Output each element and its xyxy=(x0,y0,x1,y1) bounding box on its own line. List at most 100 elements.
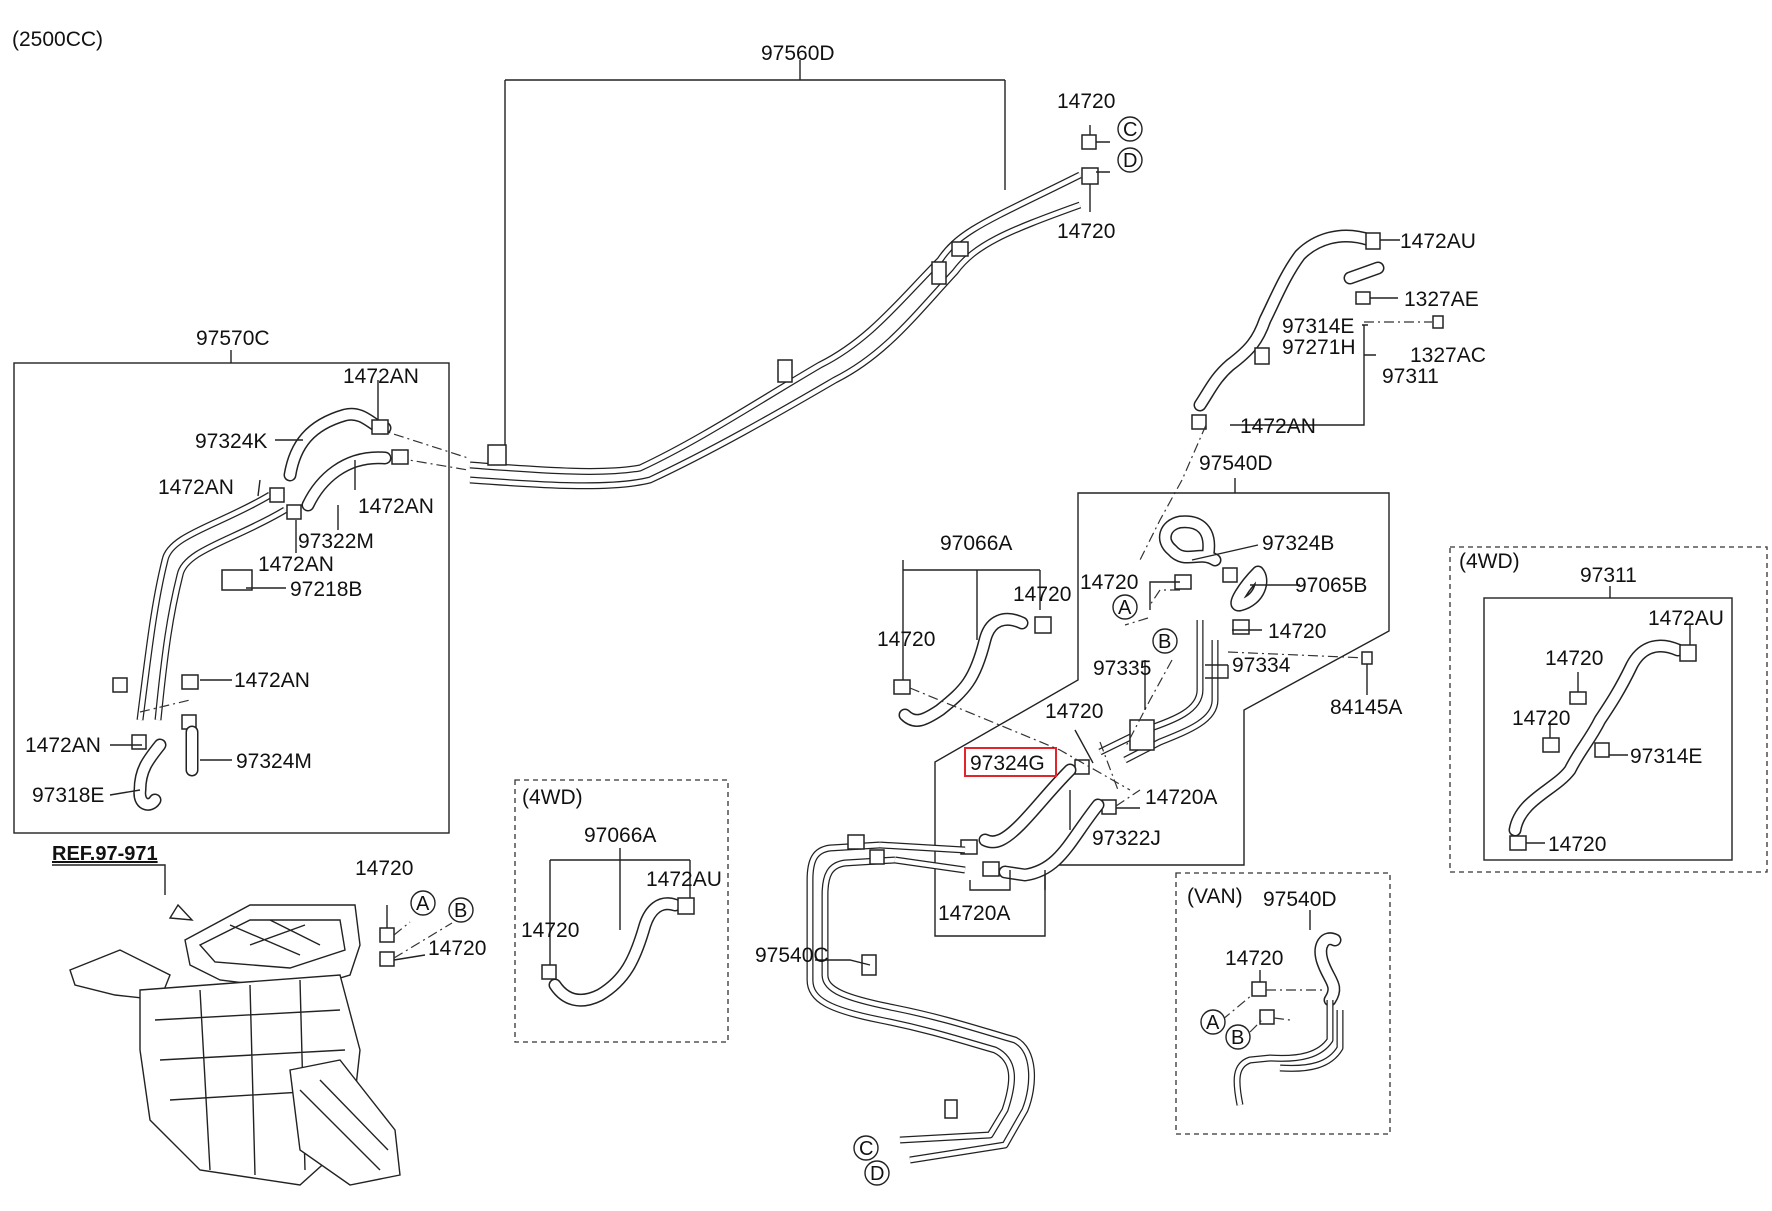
hose-clamp xyxy=(379,951,395,967)
hose-clamp xyxy=(181,674,199,690)
hose-clamp xyxy=(1509,835,1527,851)
hose-clamp xyxy=(1542,737,1560,753)
label-97540d: 97540D xyxy=(1199,452,1273,475)
label-1472au: 1472AU xyxy=(1400,230,1476,253)
label-1472an: 1472AN xyxy=(234,669,310,692)
4wd-label: (4WD) xyxy=(1459,550,1520,573)
pipe-bracket xyxy=(931,261,947,285)
pipe-bracket xyxy=(112,677,128,693)
hose-clamp xyxy=(269,487,285,503)
label-14720: 14720 xyxy=(428,937,486,960)
hose-clamp xyxy=(893,679,911,695)
label-97314e: 97314E xyxy=(1630,745,1702,768)
label-97540c: 97540C xyxy=(755,944,829,967)
label-84145a: 84145A xyxy=(1330,696,1402,719)
pipe-bracket xyxy=(487,444,507,466)
connector-d-icon xyxy=(864,1160,890,1186)
group-box xyxy=(1483,597,1733,861)
pipe-bracket xyxy=(944,1099,958,1119)
label-97560d: 97560D xyxy=(761,42,835,65)
connector-b-icon xyxy=(448,897,474,923)
hose-clamp xyxy=(982,861,1000,877)
highlight-box[interactable] xyxy=(964,747,1057,777)
connector-d-icon xyxy=(1117,147,1143,173)
label-1472an: 1472AN xyxy=(258,553,334,576)
group-box xyxy=(1449,546,1768,873)
group-box xyxy=(514,779,729,1043)
label-97570c: 97570C xyxy=(196,327,270,350)
hose-clamp xyxy=(1081,167,1099,185)
connector-b-icon xyxy=(1225,1024,1251,1050)
label-97318e: 97318E xyxy=(32,784,104,807)
label-14720: 14720 xyxy=(1057,90,1115,113)
label-14720: 14720 xyxy=(1512,707,1570,730)
label-14720a: 14720A xyxy=(1145,786,1217,809)
label-97322m: 97322M xyxy=(298,530,374,553)
hose-clamp xyxy=(371,419,389,435)
label-1472au: 1472AU xyxy=(646,868,722,891)
label-97324b: 97324B xyxy=(1262,532,1334,555)
hose-clamp xyxy=(1254,347,1270,365)
upper-right-hose-97311 xyxy=(1139,229,1444,561)
pipe-bracket xyxy=(777,359,793,383)
label-97324k: 97324K xyxy=(195,430,267,453)
pipe-bracket xyxy=(951,241,969,257)
rear-hose-assembly-97560d xyxy=(469,60,1110,490)
hose-clamp xyxy=(1365,232,1381,250)
label-1472an: 1472AN xyxy=(358,495,434,518)
hose-clamp xyxy=(1569,691,1587,705)
connector-b-letter: B xyxy=(1158,631,1171,653)
hose-clamp xyxy=(391,449,409,465)
label-1327ac: 1327AC xyxy=(1410,344,1486,367)
bracket-97218b xyxy=(221,569,253,591)
label-1327ae: 1327AE xyxy=(1404,288,1479,311)
label-97324g[interactable]: 97324G xyxy=(970,752,1045,775)
hose-clamp xyxy=(1251,981,1267,997)
4wd-box-right xyxy=(1449,546,1768,873)
hose-clamp xyxy=(379,927,395,943)
label-1472au: 1472AU xyxy=(1648,607,1724,630)
hose-97066a xyxy=(893,560,1131,791)
connector-b-letter: B xyxy=(454,900,467,922)
label-14720: 14720 xyxy=(1080,571,1138,594)
4wd-box-left xyxy=(514,779,729,1043)
label-97311: 97311 xyxy=(1382,365,1439,388)
label-14720: 14720 xyxy=(1057,220,1115,243)
connector-c-icon xyxy=(1117,116,1143,142)
lower-pipes-97540c xyxy=(806,834,1036,1164)
pipe-bracket xyxy=(869,849,885,865)
hose-clamp xyxy=(1232,619,1250,635)
label-97066a: 97066A xyxy=(584,824,656,847)
label-14720a: 14720A xyxy=(938,902,1010,925)
hose-clamp xyxy=(1081,134,1097,150)
bolt xyxy=(1361,651,1373,665)
hose-clamp xyxy=(286,504,302,520)
van-label: (VAN) xyxy=(1187,885,1243,908)
connector-a-letter: A xyxy=(416,893,430,915)
hose-clamp xyxy=(1259,1009,1275,1025)
label-14720: 14720 xyxy=(1225,947,1283,970)
label-1472an: 1472AN xyxy=(1240,415,1316,438)
label-14720: 14720 xyxy=(1548,833,1606,856)
label-1472an: 1472AN xyxy=(25,734,101,757)
connector-a-letter: A xyxy=(1206,1012,1220,1034)
label-97335: 97335 xyxy=(1093,657,1151,680)
clip-nut xyxy=(1355,291,1371,305)
connector-d-letter: D xyxy=(1123,150,1137,172)
label-97322j: 97322J xyxy=(1092,827,1161,850)
label-97314e: 97314E xyxy=(1282,315,1354,338)
pipe-bracket xyxy=(847,834,865,850)
label-97324m: 97324M xyxy=(236,750,312,773)
rear-heater-box-97540d xyxy=(934,478,1390,937)
hose-clamp xyxy=(1679,644,1697,662)
connector-c-letter: C xyxy=(1123,119,1137,141)
label-97065b: 97065B xyxy=(1295,574,1367,597)
label-14720: 14720 xyxy=(1045,700,1103,723)
connector-c-letter: C xyxy=(859,1138,873,1160)
ref-97-971-label[interactable]: REF.97-971 xyxy=(52,843,158,865)
connector-a-icon xyxy=(410,890,436,916)
connector-b-icon xyxy=(1152,628,1178,654)
hose-clamp xyxy=(541,964,557,980)
front-hose-box-97570c xyxy=(13,350,469,834)
